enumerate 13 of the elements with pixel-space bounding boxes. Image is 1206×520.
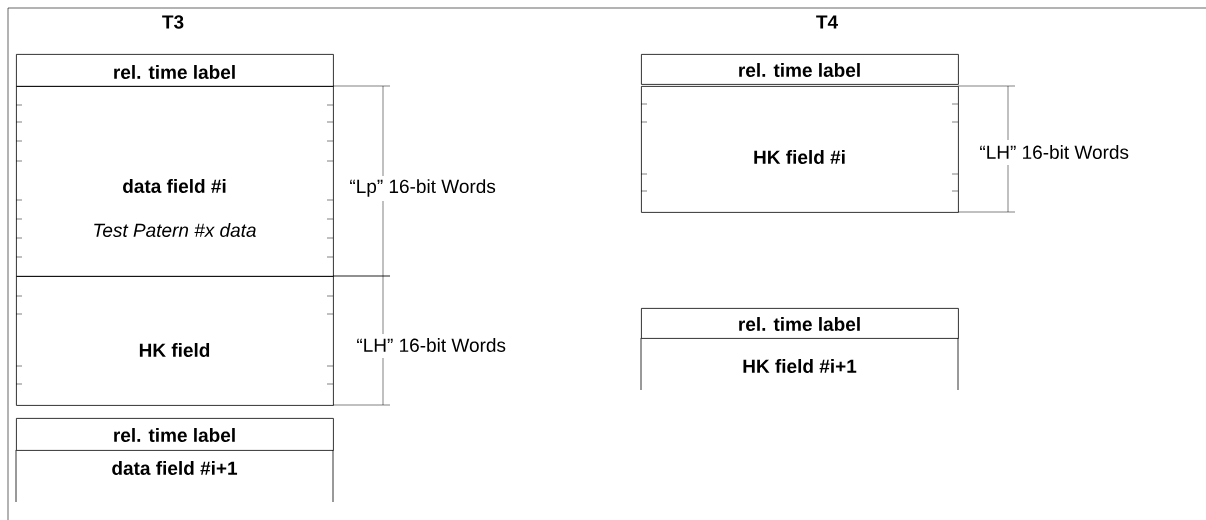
label-box: rel. time label: [16, 418, 334, 451]
column-heading: T4: [814, 14, 840, 30]
dimension-label: “LH” 16-bit Words: [978, 144, 1130, 160]
field-box: HK field #i+1: [640, 337, 959, 391]
field-box: HK field: [15, 276, 334, 406]
field-box: data field #i+1: [15, 449, 334, 503]
label-box: rel. time label: [641, 54, 959, 85]
column-heading: T3: [160, 14, 186, 30]
field-box: HK field #i: [640, 86, 959, 213]
label-box: rel. time label: [16, 54, 334, 87]
label-box: rel. time label: [641, 308, 959, 339]
dimension-label: “LH” 16-bit Words: [355, 337, 507, 353]
field-box: data field #i Test Patern #x data: [15, 86, 334, 277]
